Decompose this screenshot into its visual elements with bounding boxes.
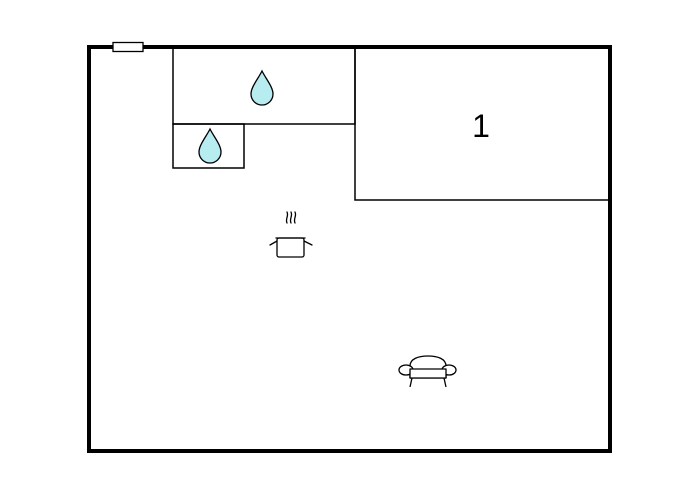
cooking-pot-icon (269, 211, 313, 258)
room-label-bedroom: 1 (472, 108, 490, 144)
window-marker (112, 41, 144, 53)
sofa-icon (398, 355, 457, 388)
water-drop-icon (250, 69, 274, 106)
water-drop-icon (198, 127, 222, 164)
room-bathroom-small (172, 123, 245, 169)
room-bedroom (354, 46, 611, 201)
outer-wall (87, 45, 612, 453)
